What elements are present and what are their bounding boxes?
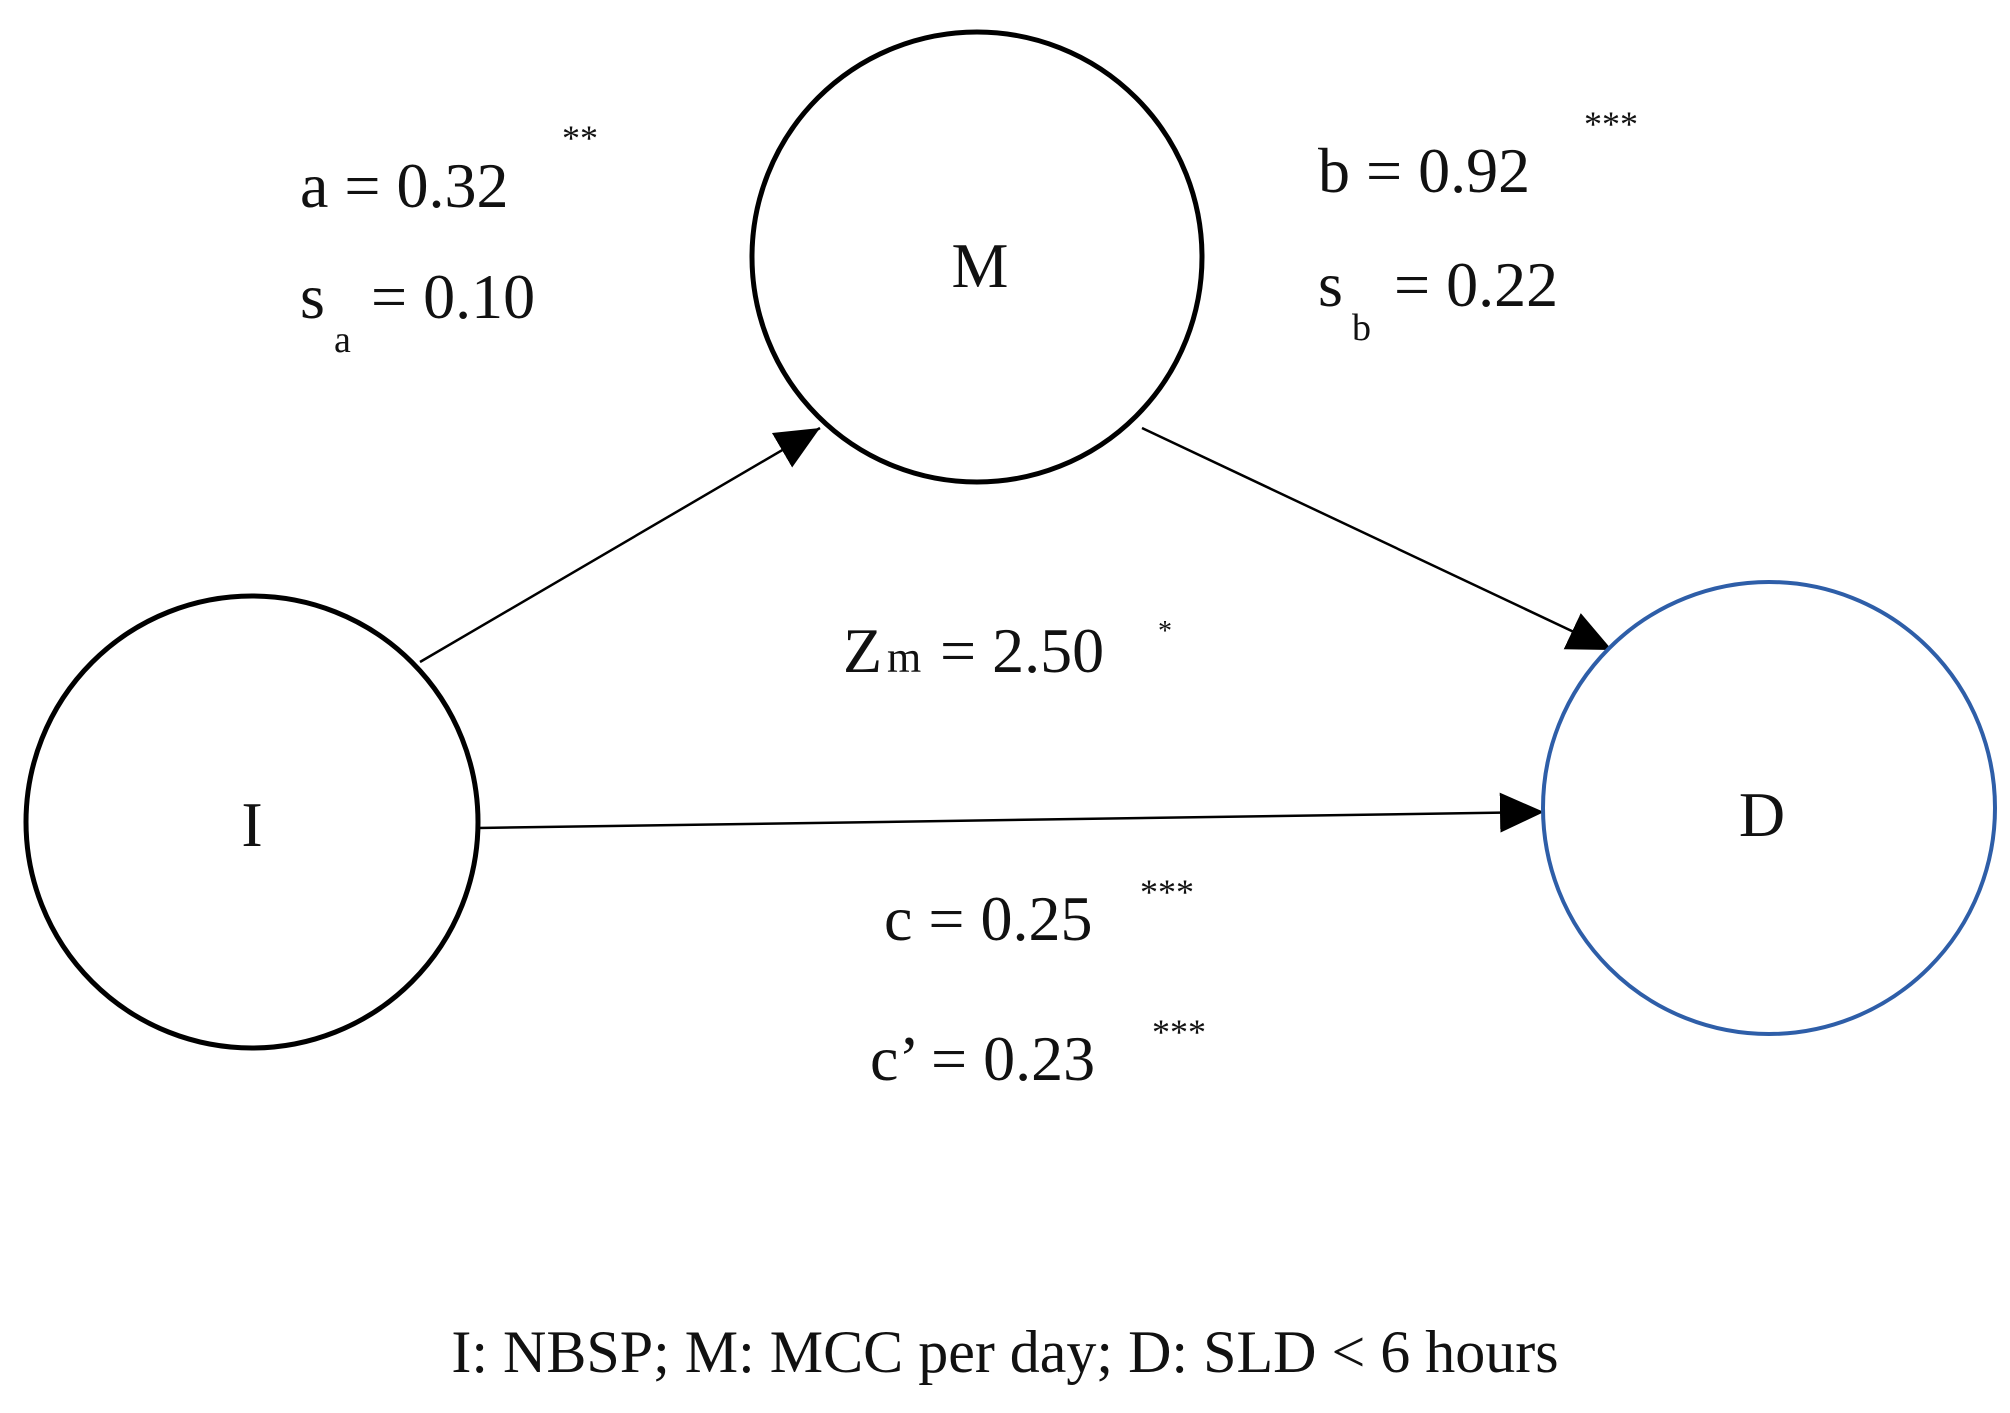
- node-i: I: [23, 593, 481, 1051]
- sobel-z-base: Z: [843, 615, 882, 686]
- path-a-se-base: s: [300, 261, 325, 332]
- path-c-prime-direct-effect: c’ = 0.23 ***: [870, 1012, 1206, 1094]
- path-a-standard-error: s a = 0.10: [300, 261, 535, 361]
- sobel-z-subscript: m: [887, 633, 921, 682]
- path-b-significance: ***: [1584, 104, 1638, 144]
- arrow-i-to-m: [419, 426, 821, 664]
- node-d: D: [1541, 580, 1997, 1036]
- path-b-value: b = 0.92: [1318, 135, 1530, 206]
- sobel-z-statistic: Z m = 2.50 *: [843, 615, 1172, 686]
- path-b-se-base: s: [1318, 249, 1343, 320]
- node-d-circle: [1541, 580, 1997, 1036]
- path-b-coefficient: b = 0.92 ***: [1318, 104, 1638, 206]
- path-a-se-value: = 0.10: [355, 261, 535, 332]
- path-b-se-value: = 0.22: [1378, 249, 1558, 320]
- node-i-label: I: [241, 789, 262, 860]
- path-c-value: c = 0.25: [884, 883, 1093, 954]
- path-b-se-subscript: b: [1352, 307, 1371, 349]
- path-c-significance: ***: [1140, 872, 1194, 912]
- sobel-z-significance: *: [1158, 616, 1172, 647]
- node-m: M: [749, 29, 1205, 485]
- node-i-circle: [23, 593, 481, 1051]
- legend-caption: I: NBSP; M: MCC per day; D: SLD < 6 hour…: [451, 1319, 1558, 1385]
- path-a-value: a = 0.32: [300, 150, 509, 221]
- node-m-label: M: [952, 230, 1009, 301]
- node-m-circle: [749, 29, 1205, 485]
- arrow-i-to-d: [477, 792, 1545, 833]
- sobel-z-value: = 2.50: [924, 615, 1104, 686]
- path-c-prime-significance: ***: [1152, 1012, 1206, 1052]
- path-c-prime-value: c’ = 0.23: [870, 1023, 1095, 1094]
- node-d-label: D: [1739, 779, 1785, 850]
- path-a-significance: **: [562, 118, 598, 158]
- path-a-coefficient: a = 0.32 **: [300, 118, 598, 221]
- path-a-se-subscript: a: [334, 319, 351, 361]
- path-b-standard-error: s b = 0.22: [1318, 249, 1558, 349]
- path-c-total-effect: c = 0.25 ***: [884, 872, 1194, 954]
- arrow-m-to-d: [1141, 426, 1613, 652]
